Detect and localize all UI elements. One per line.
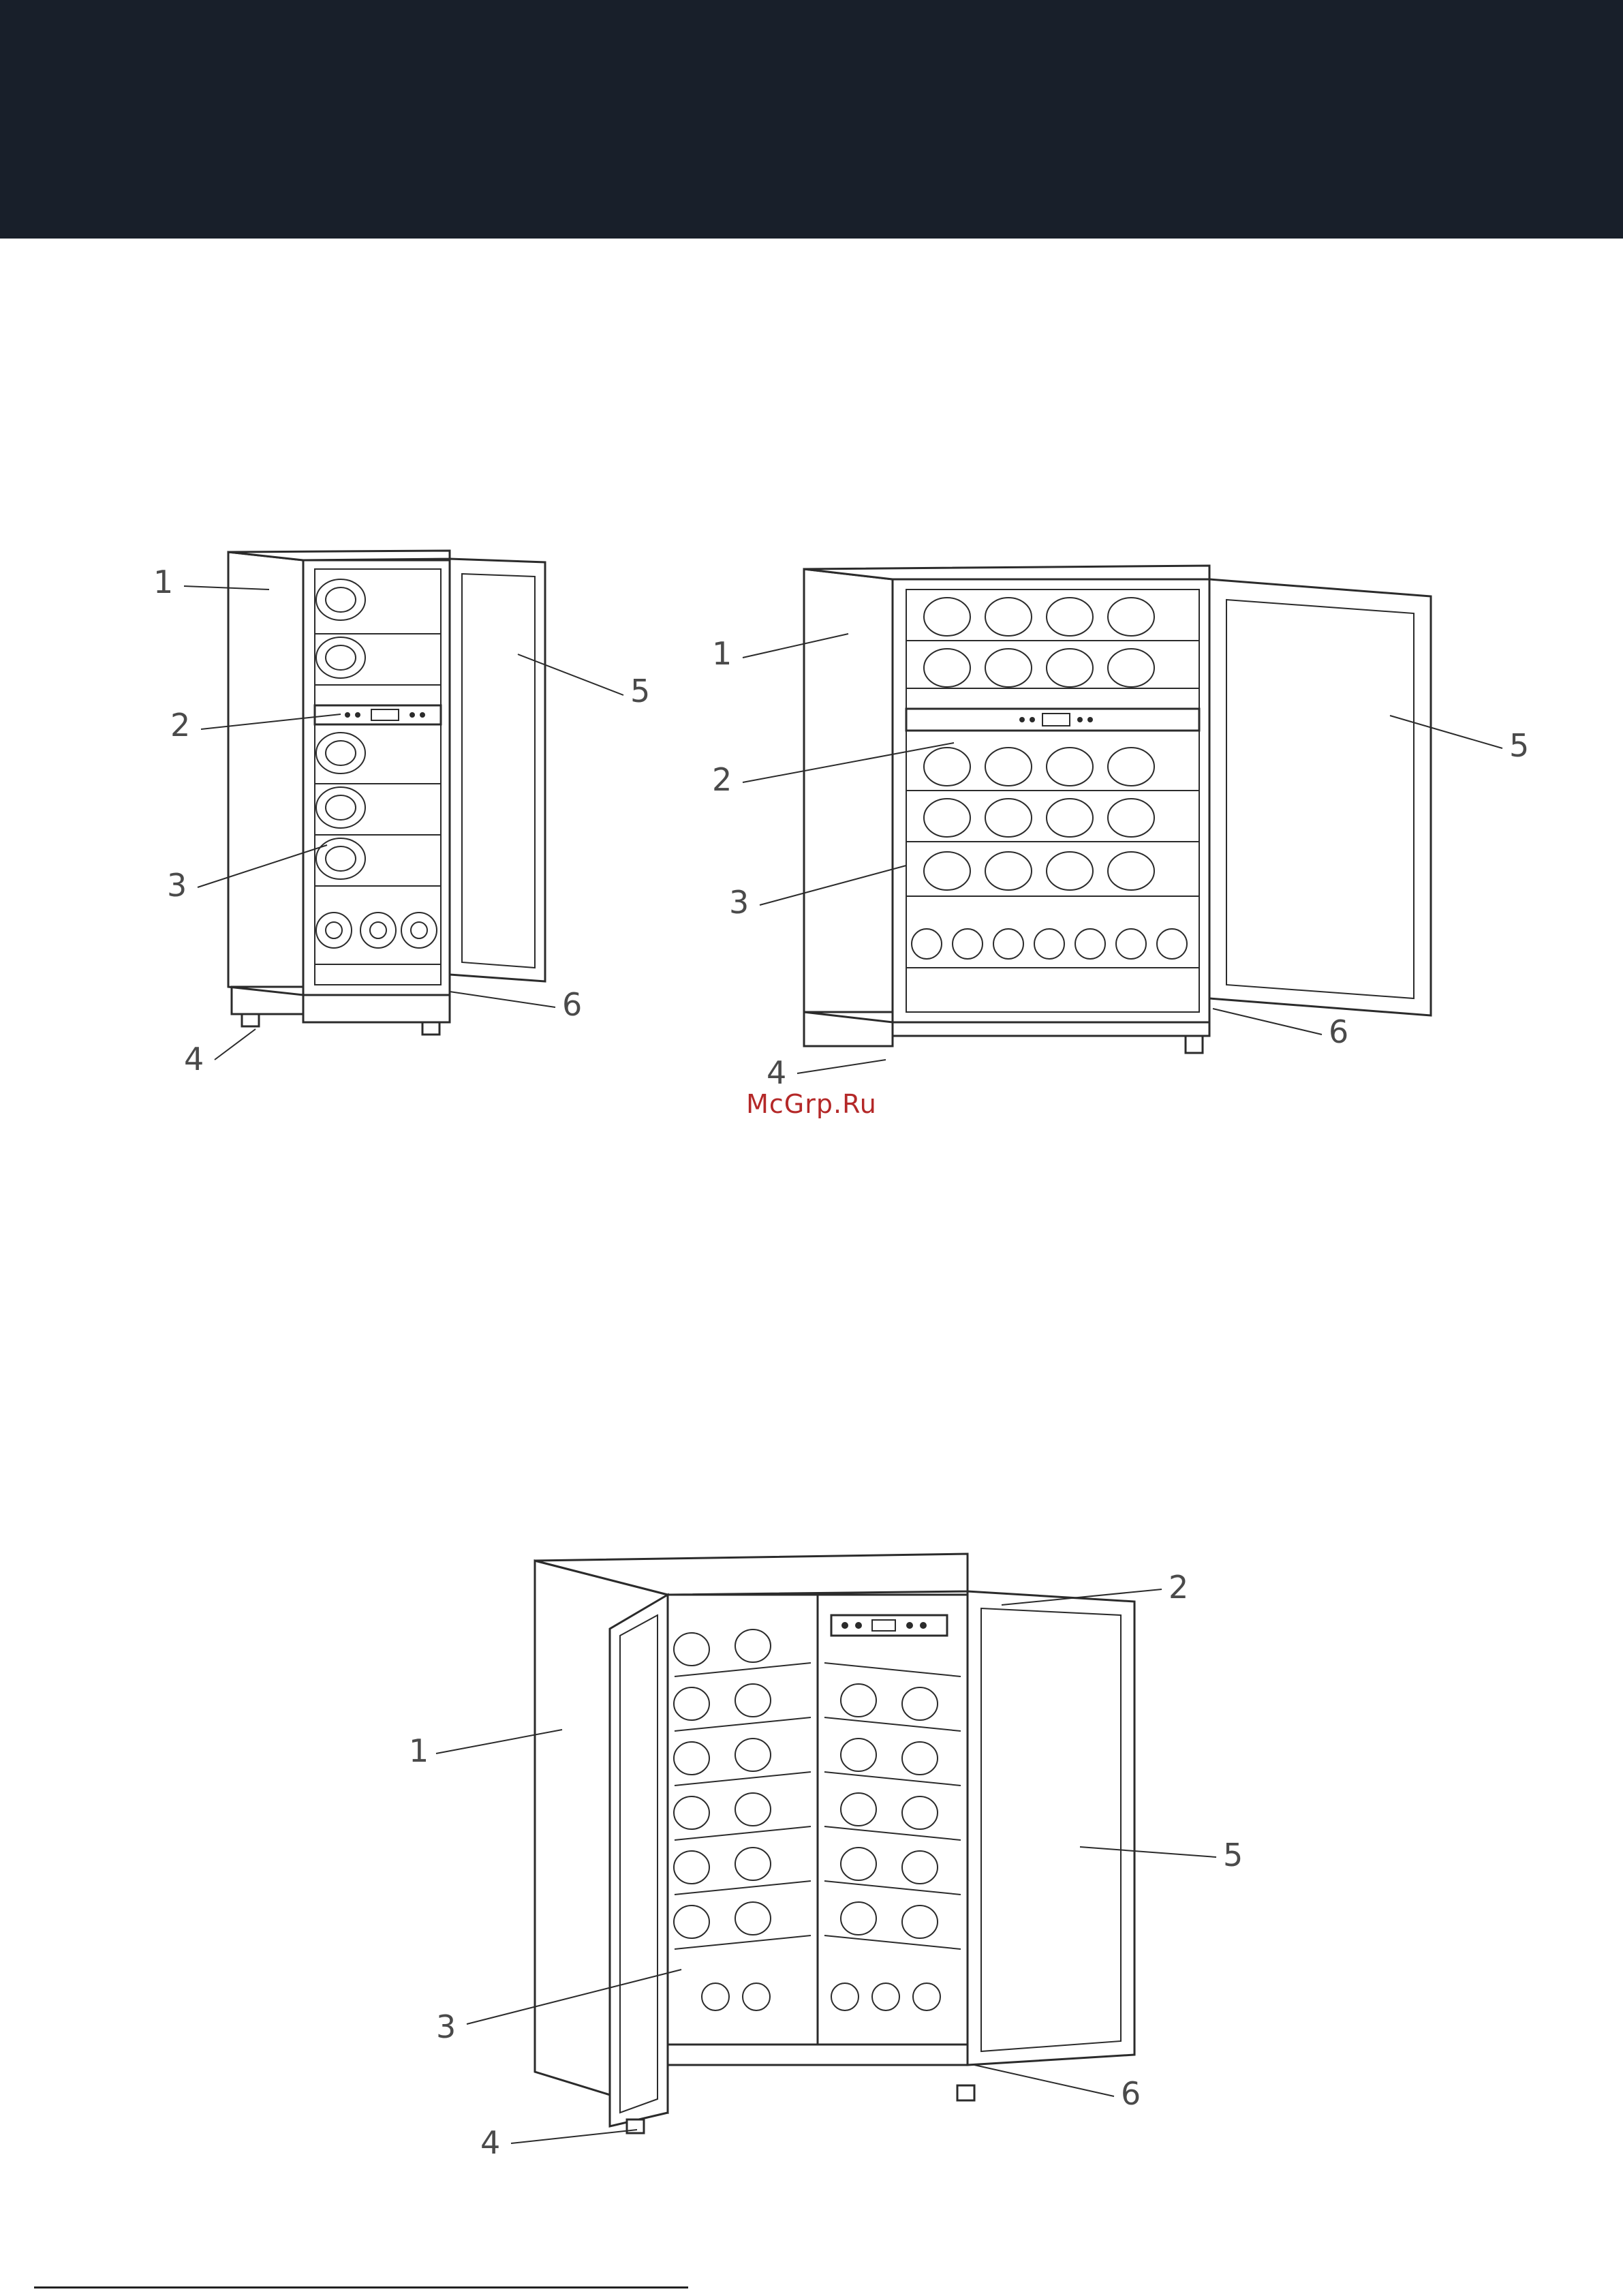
- callout-1: 1: [712, 635, 732, 672]
- header-bar: [0, 0, 1623, 239]
- glass-door: [1209, 579, 1431, 1015]
- footer-rule: [34, 2286, 688, 2289]
- callout-5: 5: [1509, 727, 1529, 764]
- control-panel: [906, 709, 1199, 731]
- figure-double-door: 1 2 3 4 5 6: [382, 1527, 1267, 2174]
- callout-3: 3: [167, 867, 187, 904]
- callout-1: 1: [153, 564, 173, 600]
- callout-2: 2: [170, 707, 190, 744]
- callout-4: 4: [184, 1041, 204, 1077]
- callout-4: 4: [767, 1054, 786, 1091]
- right-glass-door: [968, 1591, 1134, 2065]
- glass-door: [450, 559, 545, 981]
- wine-shelves: [906, 598, 1199, 968]
- callout-3: 3: [436, 2008, 456, 2045]
- callout-5: 5: [1223, 1837, 1243, 1873]
- wine-shelves: [315, 579, 441, 964]
- callout-5: 5: [630, 673, 650, 709]
- figure-single-door-narrow: 1 2 3 4 5 6: [136, 532, 695, 1097]
- watermark: McGrp.Ru: [0, 1089, 1623, 1119]
- callout-6: 6: [1121, 2075, 1141, 2112]
- callout-3: 3: [729, 884, 749, 921]
- callout-2: 2: [1169, 1569, 1188, 1606]
- callout-4: 4: [480, 2124, 500, 2161]
- control-panel: [831, 1615, 947, 1636]
- callout-6: 6: [562, 986, 582, 1023]
- callout-1: 1: [409, 1732, 429, 1769]
- figure-single-door-wide: 1 2 3 4 5 6: [702, 545, 1581, 1111]
- left-glass-door: [610, 1595, 668, 2126]
- callout-6: 6: [1329, 1013, 1348, 1050]
- callout-2: 2: [712, 761, 732, 798]
